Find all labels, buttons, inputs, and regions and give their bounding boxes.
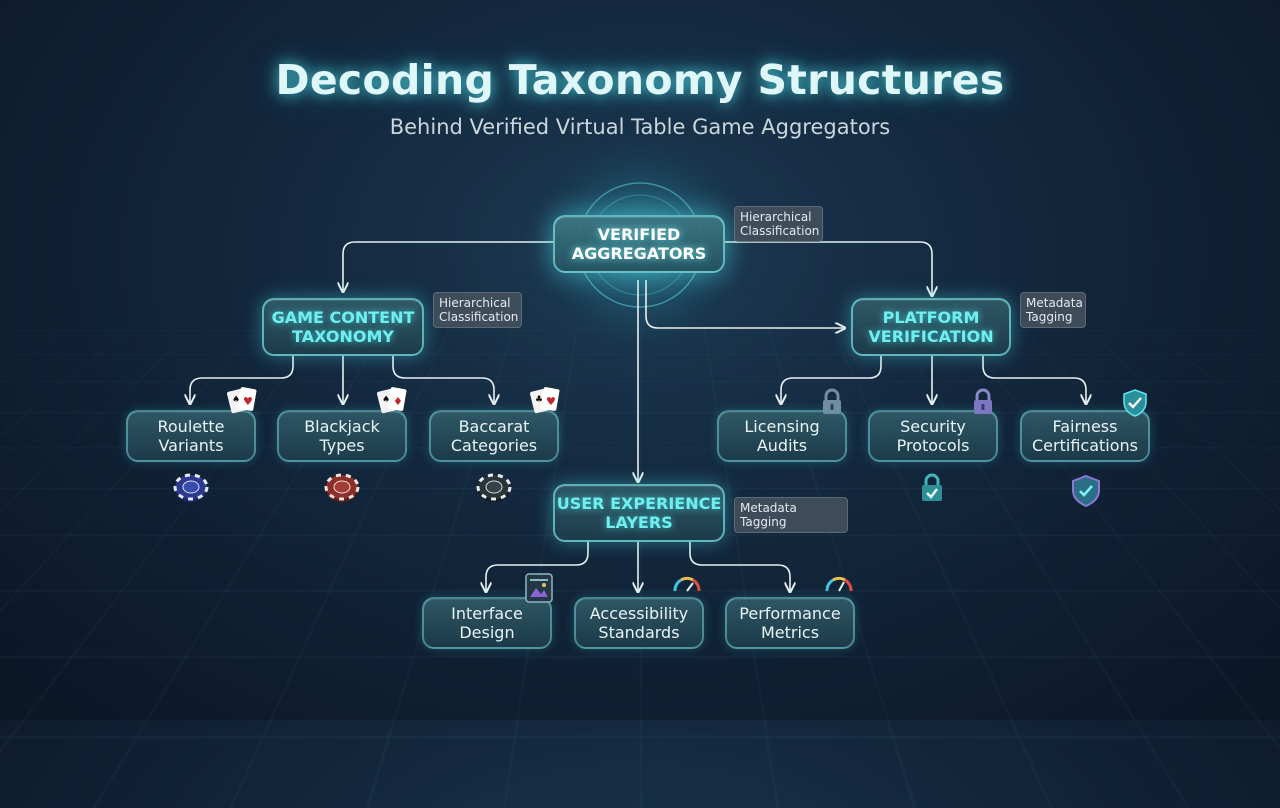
image-gallery-icon: [525, 573, 553, 603]
node-verified-aggregators[interactable]: VERIFIED AGGREGATORS: [553, 215, 725, 273]
link-game-baccarat: [392, 355, 494, 404]
gauge-icon: [825, 576, 853, 592]
link-platform-licensing: [781, 355, 882, 404]
link-ux-performance: [689, 540, 790, 592]
tag-root-hierarchical: Hierarchical Classification: [734, 206, 823, 242]
link-root-game: [343, 241, 553, 292]
poker-chip-icon: [476, 473, 512, 502]
node-roulette-variants[interactable]: Roulette Variants: [126, 410, 256, 462]
link-platform-fairness: [982, 355, 1086, 404]
page-subtitle: Behind Verified Virtual Table Game Aggre…: [389, 115, 891, 139]
node-user-experience-layers[interactable]: USER EXPERIENCE LAYERS: [553, 484, 725, 542]
node-game-content-taxonomy[interactable]: GAME CONTENT TAXONOMY: [262, 298, 424, 356]
node-performance-metrics[interactable]: Performance Metrics: [725, 597, 855, 649]
svg-text:♣: ♣: [535, 395, 543, 405]
poker-chip-icon: [173, 473, 209, 502]
node-baccarat-categories[interactable]: Baccarat Categories: [429, 410, 559, 462]
playing-cards-icon: ♥ ♠: [227, 387, 257, 414]
link-game-roulette: [190, 355, 294, 404]
page-title: Decoding Taxonomy Structures: [275, 56, 1005, 104]
link-root-platform-2: [645, 280, 845, 328]
node-platform-verification[interactable]: PLATFORM VERIFICATION: [851, 298, 1011, 356]
node-blackjack-types[interactable]: Blackjack Types: [277, 410, 407, 462]
tag-platform-metadata: Metadata Tagging: [1020, 292, 1086, 328]
shield-check-icon: [1123, 389, 1147, 417]
svg-text:♠: ♠: [232, 395, 240, 405]
node-licensing-audits[interactable]: Licensing Audits: [717, 410, 847, 462]
lock-icon: [823, 388, 841, 414]
svg-text:♦: ♦: [393, 395, 403, 408]
node-accessibility-standards[interactable]: Accessibility Standards: [574, 597, 704, 649]
link-root-platform: [724, 241, 932, 296]
lock-icon: [974, 388, 992, 414]
svg-text:♠: ♠: [382, 395, 390, 405]
playing-cards-icon: ♦ ♠: [377, 387, 407, 414]
node-security-protocols[interactable]: Security Protocols: [868, 410, 998, 462]
link-ux-interface: [486, 540, 589, 592]
lock-check-icon: [922, 473, 942, 501]
svg-text:♥: ♥: [243, 395, 253, 408]
node-fairness-certifications[interactable]: Fairness Certifications: [1020, 410, 1150, 462]
shield-check-icon: [1072, 474, 1100, 508]
tag-ux-metadata: Metadata Tagging: [734, 497, 848, 533]
svg-text:♥: ♥: [546, 395, 556, 408]
tag-game-hierarchical: Hierarchical Classification: [433, 292, 522, 328]
playing-cards-icon: ♥ ♣: [530, 387, 560, 414]
node-interface-design[interactable]: Interface Design: [422, 597, 552, 649]
gauge-icon: [673, 576, 701, 592]
poker-chip-icon: [324, 473, 360, 502]
